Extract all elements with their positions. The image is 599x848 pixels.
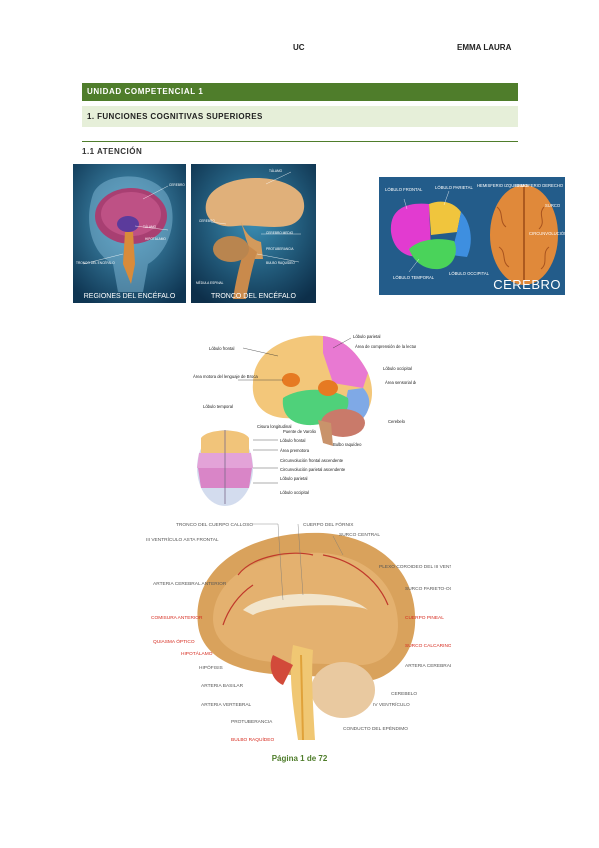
top_view-label: Cisura longitudinal [257, 424, 292, 429]
sagittal-label: CUERPO PINEAL [405, 615, 444, 621]
unit-heading: UNIDAD COMPETENCIAL 1 [87, 87, 204, 96]
sagittal-label: QUIASMA ÓPTICO [153, 638, 195, 645]
tronco-label: CEREBRO [199, 219, 215, 223]
tronco-label: MÉDULA ESPINAL [196, 280, 224, 285]
top_view-label: Lóbulo frontal [280, 438, 305, 443]
cerebro-label: LÓBULO TEMPORAL [393, 275, 435, 280]
tronco-label: CEREBRO MEDIO [266, 231, 294, 235]
lobes-label: Lóbulo frontal [209, 346, 234, 351]
lobes-label: Lóbulo parietal [353, 334, 381, 339]
cerebro-label: LÓBULO FRONTAL [385, 187, 423, 192]
top_view-label: Circunvolución frontal ascendente [280, 458, 344, 463]
lobes-label: Cerebelo [388, 419, 406, 424]
topic-heading-bar: 1. FUNCIONES COGNITIVAS SUPERIORES [82, 106, 518, 127]
regiones-label: CEREBRO [169, 183, 185, 187]
sagittal-brain-image: TRONCO DEL CUERPO CALLOSO III VENTRÍCULO … [143, 515, 451, 745]
cerebro-image: LÓBULO FRONTAL LÓBULO PARIETAL HEMISFERIO … [379, 177, 565, 295]
lobes-label: Lóbulo temporal [203, 404, 233, 409]
regiones-label: TRONCO DEL ENCÉFALO [76, 260, 115, 265]
cerebro-label: HEMISFERIO DERECHO [515, 183, 564, 188]
lobes-label: Área motora del lenguaje de Broca [193, 374, 258, 379]
regiones-caption: REGIONES DEL ENCÉFALO [83, 293, 176, 300]
header-right: EMMA LAURA [457, 43, 512, 52]
sagittal-label: SURCO CENTRAL [339, 532, 380, 538]
sagittal-label: III VENTRÍCULO ASTA FRONTAL [146, 536, 219, 543]
sagittal-label: SURCO CALCARINO [405, 643, 451, 649]
lobes-label: Área sensorial del lenguaje de Wernicke [385, 380, 416, 385]
sagittal-label: PROTUBERANCIA [231, 719, 273, 725]
topic-heading: 1. FUNCIONES COGNITIVAS SUPERIORES [87, 112, 263, 121]
cerebro-label: SURCO [545, 203, 561, 208]
section-rule [82, 141, 518, 142]
sagittal-label: BULBO RAQUÍDEO [231, 736, 274, 743]
sagittal-label: CEREBELO [391, 691, 417, 697]
tronco-caption: TRONCO DEL ENCÉFALO [211, 293, 296, 300]
cerebro-label: LÓBULO PARIETAL [435, 185, 473, 190]
tronco-label: BULBO RAQUÍDEO [266, 261, 295, 265]
top_view-label: Circunvolución parietal ascendente [280, 467, 346, 472]
sagittal-label: SURCO PARIETO-OCCIPITAL [405, 586, 451, 592]
regiones-encefalo-image: CEREBRO TÁLAMO HIPOTÁLAMO TRONCO DEL ENCÉFA… [73, 164, 186, 303]
sagittal-label: COMISURA ANTERIOR [151, 615, 203, 621]
tronco-label: TÁLAMO [269, 169, 283, 173]
unit-heading-bar: UNIDAD COMPETENCIAL 1 [82, 83, 518, 101]
top_view-label: Lóbulo occipital [280, 490, 309, 495]
lobes-label: Bulbo raquídeo [333, 442, 362, 447]
cerebro-label: LÓBULO OCCIPITAL [449, 271, 490, 276]
tronco-label: PROTUBERANCIA [266, 247, 294, 251]
top_view-label: Área premotora [280, 448, 310, 453]
sagittal-label: HIPOTÁLAMO [181, 650, 213, 657]
sagittal-label: HIPÓFISIS [199, 664, 223, 671]
header-left: UC [293, 43, 305, 52]
sagittal-label: CUERPO DEL FÓRNIX [303, 521, 354, 528]
page-number: Página 1 de 72 [271, 754, 328, 763]
regiones-label: TÁLAMO [143, 225, 157, 229]
sagittal-label: PLEXO COROIDEO DEL III VENTRÍCULO [379, 563, 451, 570]
sagittal-label: ARTERIA CEREBRAL ANTERIOR [153, 581, 227, 587]
top_view-label: Lóbulo parietal [280, 476, 308, 481]
sagittal-label: ARTERIA CEREBRAL POSTERIOR [405, 663, 451, 669]
cerebro-caption: CEREBRO [493, 277, 561, 292]
sagittal-label: ARTERIA VERTEBRAL [201, 702, 252, 708]
sagittal-label: ARTERIA BASILAR [201, 683, 244, 689]
lobes-label: Puente de Varolio [283, 429, 317, 434]
lobes-label: Área de comprensión de la lectura [355, 344, 416, 349]
regiones-label: HIPOTÁLAMO [145, 237, 166, 241]
sagittal-label: CONDUCTO DEL EPÉNDIMO [343, 725, 408, 732]
tronco-encefalo-image: TÁLAMO CEREBRO CEREBRO MEDIO PROTUBERANCIA B… [191, 164, 316, 303]
cerebro-label: CIRCUNVOLUCIÓN [529, 231, 565, 236]
subtopic-heading: 1.1 ATENCIÓN [82, 147, 143, 156]
lobes-label: Lóbulo occipital [383, 366, 412, 371]
cerebro-label: HEMISFERIO IZQUIERDO [477, 183, 528, 188]
sagittal-label: TRONCO DEL CUERPO CALLOSO [176, 522, 253, 528]
sagittal-label: IV VENTRÍCULO [373, 701, 410, 708]
